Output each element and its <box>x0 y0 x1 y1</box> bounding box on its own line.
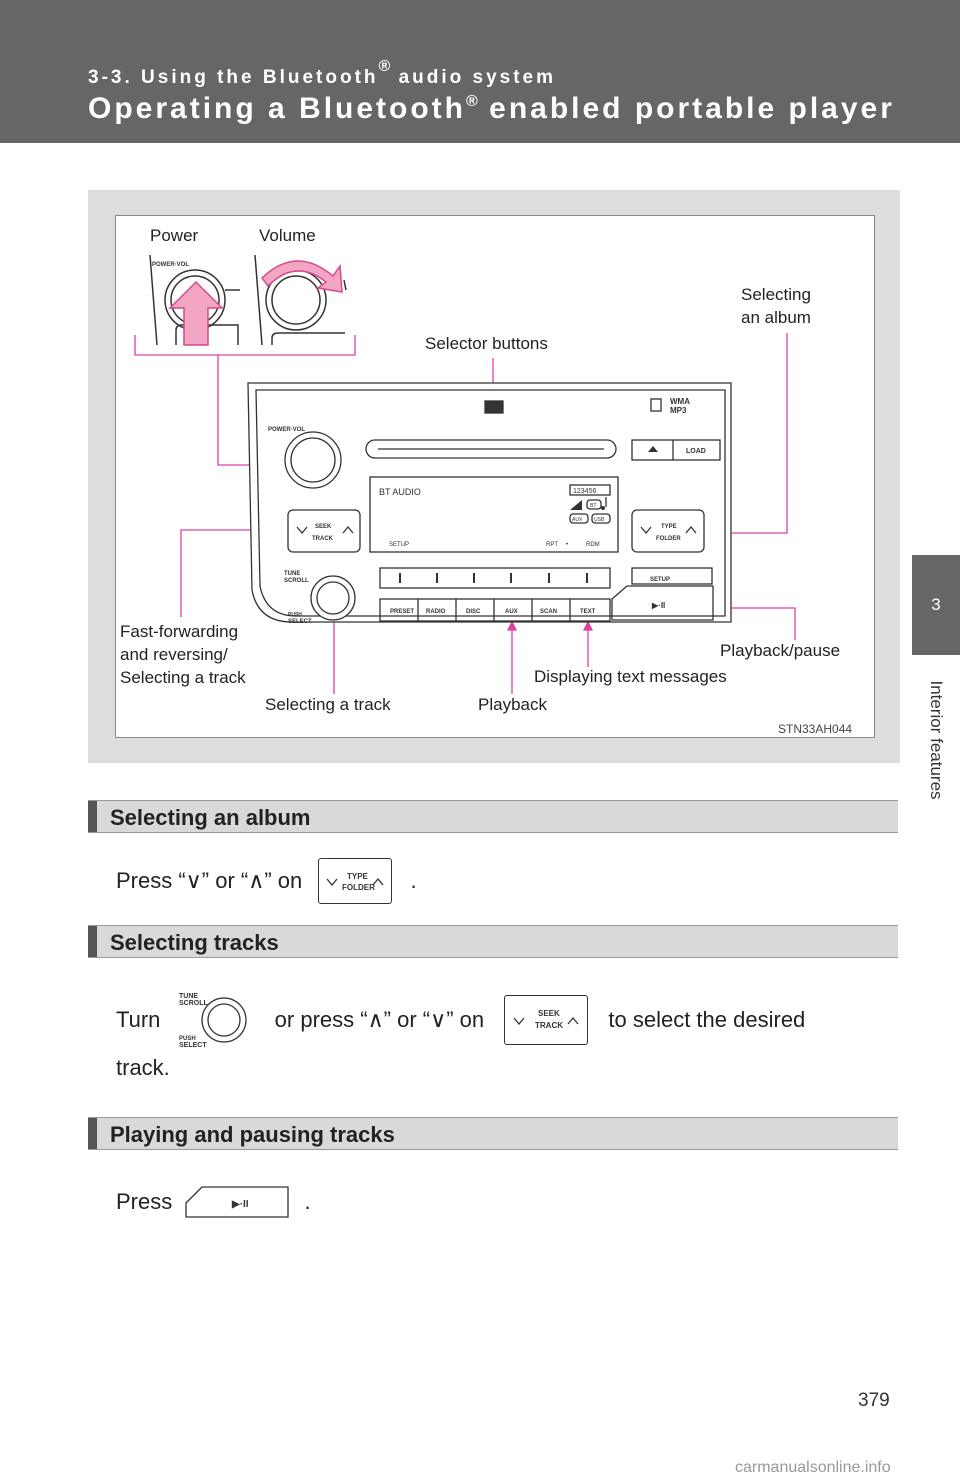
paragraph-tracks-line2: track. <box>116 1052 170 1083</box>
type-folder-button-icon: TYPE FOLDER <box>318 858 393 904</box>
section-title-play: Playing and pausing tracks <box>110 1122 395 1147</box>
unit-mp3-logo: MP3 <box>670 406 687 415</box>
unit-load-text: LOAD <box>686 448 706 455</box>
registered-mark-2: ® <box>466 93 478 110</box>
unit-text-button-text: TEXT <box>580 609 596 615</box>
unit-disc-text: DISC <box>466 609 481 615</box>
unit-preset-numbers: 123456 <box>573 488 596 495</box>
unit-wma-logo: WMA <box>670 397 690 406</box>
unit-usb-indicator: USB <box>594 517 605 523</box>
unit-scan-text: SCAN <box>540 609 557 615</box>
play-pause-icon: ▶·II <box>651 601 665 610</box>
unit-seek-text: SEEK <box>315 524 332 530</box>
page-number: 379 <box>858 1390 890 1411</box>
tracks-turn-text: Turn <box>116 1007 161 1032</box>
label-playback-pause: Playback/pause <box>720 641 841 660</box>
section-title-album: Selecting an album <box>110 805 311 830</box>
unit-bt-audio-text: BT AUDIO <box>379 487 421 497</box>
unit-bt-indicator: BT <box>590 503 596 509</box>
volume-knob-inset <box>254 254 347 346</box>
svg-text:SCROLL: SCROLL <box>179 1000 209 1007</box>
svg-text:FOLDER: FOLDER <box>342 883 375 892</box>
unit-folder-text: FOLDER <box>656 536 681 542</box>
unit-setup-text: SETUP <box>389 542 409 548</box>
unit-rdm-text: RDM <box>586 542 600 548</box>
label-power: Power <box>150 226 199 245</box>
chapter-tab: 3 <box>912 555 960 655</box>
unit-tune-text: TUNE <box>284 571 300 577</box>
section-title-part1: Using the Bluetooth <box>141 67 379 88</box>
section-title-part2: audio system <box>390 67 557 88</box>
svg-text:TYPE: TYPE <box>347 872 369 881</box>
label-selecting-track: Selecting a track <box>265 695 391 714</box>
tracks-line2-text: track. <box>116 1055 170 1081</box>
figure-id: STN33AH044 <box>778 722 853 736</box>
svg-text:▶·II: ▶·II <box>231 1199 249 1210</box>
seek-track-button-icon: SEEK TRACK <box>504 995 589 1045</box>
play-pause-button-icon: ▶·II <box>184 1185 292 1219</box>
svg-text:TRACK: TRACK <box>535 1021 563 1030</box>
paragraph-tracks: Turn TUNE SCROLL PUSH SELECT or press “∧… <box>116 990 805 1050</box>
page-header: 3-3. Using the Bluetooth® audio system O… <box>0 0 960 143</box>
section-number: 3-3. <box>88 67 133 88</box>
unit-aux-button-text: AUX <box>505 609 518 615</box>
album-period: . <box>410 868 417 893</box>
tracks-end-text: to select the desired <box>608 1007 806 1032</box>
svg-text:SEEK: SEEK <box>538 1009 560 1018</box>
power-arrow-icon <box>168 280 224 346</box>
volume-arrow-icon <box>261 260 343 293</box>
unit-preset-text: PRESET <box>390 609 414 615</box>
play-press-text: Press <box>116 1189 173 1214</box>
watermark: carmanualsonline.info <box>735 1459 891 1476</box>
unit-power-vol-text: POWER·VOL <box>268 427 305 433</box>
section-label: 3-3. Using the Bluetooth® audio system <box>88 58 556 89</box>
tune-scroll-knob-icon: TUNE SCROLL PUSH SELECT <box>179 990 257 1050</box>
section-title-tracks: Selecting tracks <box>110 930 279 955</box>
unit-dot-text: • <box>566 542 568 548</box>
page-title-part2: enabled portable player <box>477 92 895 125</box>
label-selector-buttons: Selector buttons <box>425 334 548 353</box>
unit-scroll-text: SCROLL <box>284 578 309 584</box>
label-displaying-text: Displaying text messages <box>534 667 727 686</box>
svg-text:POWER·VOL: POWER·VOL <box>152 262 189 268</box>
section-bar-play: Playing and pausing tracks <box>88 1117 898 1150</box>
unit-aux-indicator: AUX <box>572 517 583 523</box>
page-title-part1: Operating a Bluetooth <box>88 92 466 125</box>
unit-track-text: TRACK <box>312 536 334 542</box>
unit-select-text: SELECT <box>288 619 312 625</box>
svg-text:TUNE: TUNE <box>179 993 198 1000</box>
label-playback: Playback <box>478 695 547 714</box>
album-instruction-text: Press “∨” or “∧” on <box>116 868 303 893</box>
unit-radio-text: RADIO <box>426 609 446 615</box>
chapter-number: 3 <box>931 595 941 614</box>
label-volume: Volume <box>259 226 316 245</box>
unit-rpt-text: RPT <box>546 542 558 548</box>
svg-text:PUSH: PUSH <box>179 1036 196 1042</box>
unit-setup-button-text: SETUP <box>650 577 670 583</box>
head-unit <box>247 382 732 623</box>
label-fast-forwarding: Fast-forwarding and reversing/ Selecting… <box>120 622 246 687</box>
unit-push-text: PUSH <box>288 612 302 618</box>
section-bar-album: Selecting an album <box>88 800 898 833</box>
label-selecting-album: Selecting an album <box>741 285 811 327</box>
unit-type-text: TYPE <box>661 524 677 530</box>
svg-text:SELECT: SELECT <box>179 1042 207 1049</box>
tracks-mid-text: or press “∧” or “∨” on <box>274 1007 485 1032</box>
page-title: Operating a Bluetooth® enabled portable … <box>88 92 895 126</box>
play-period: . <box>304 1189 311 1214</box>
paragraph-play: Press ▶·II . <box>116 1185 311 1219</box>
registered-mark: ® <box>378 58 391 75</box>
section-bar-tracks: Selecting tracks <box>88 925 898 958</box>
paragraph-album: Press “∨” or “∧” on TYPE FOLDER . <box>116 858 417 904</box>
